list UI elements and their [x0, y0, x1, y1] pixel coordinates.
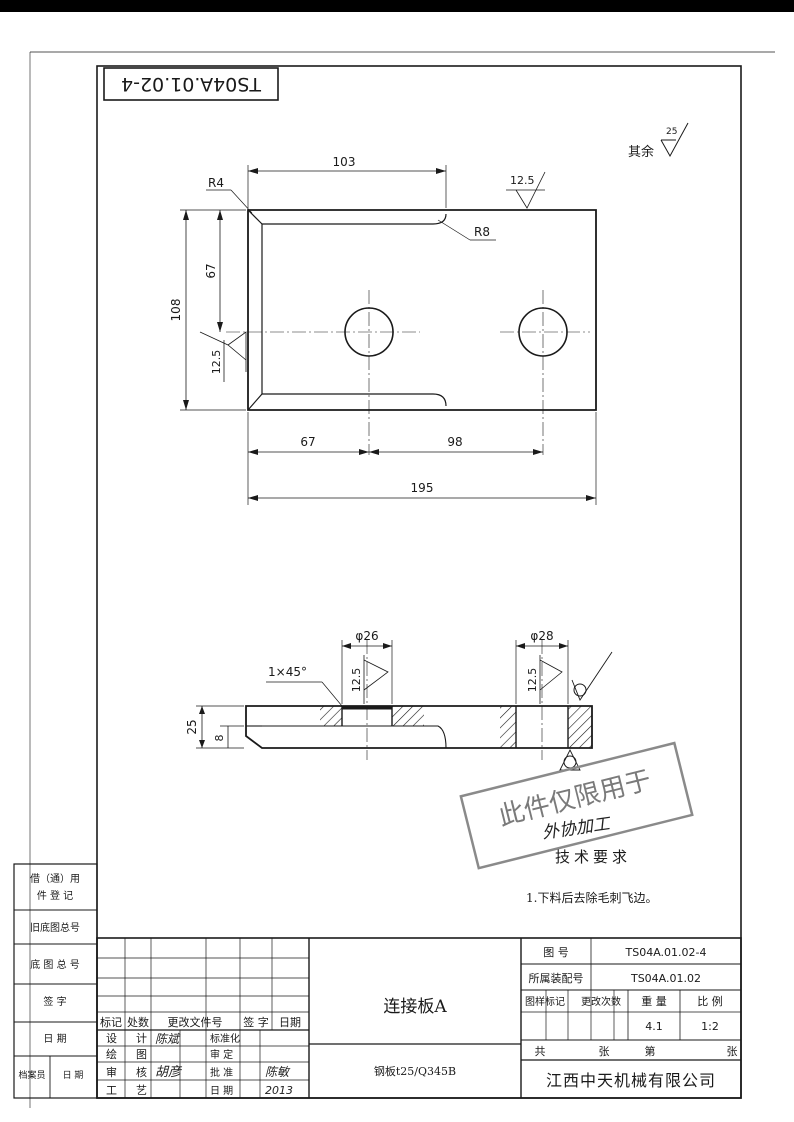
svg-text:工: 工	[106, 1084, 117, 1097]
svg-text:第: 第	[645, 1044, 656, 1058]
svg-text:旧底图总号: 旧底图总号	[30, 921, 80, 934]
svg-text:图: 图	[136, 1048, 147, 1061]
svg-text:108: 108	[169, 299, 183, 322]
svg-text:R4: R4	[208, 176, 224, 190]
company-name: 江西中天机械有限公司	[546, 1071, 716, 1090]
weight-value: 4.1	[645, 1020, 663, 1033]
svg-text:12.5: 12.5	[210, 350, 223, 375]
radius-r8-label: R8	[437, 219, 496, 241]
svg-text:8: 8	[213, 735, 226, 742]
svg-text:图样标记: 图样标记	[525, 995, 565, 1008]
tech-req-title: 技术要求	[555, 848, 631, 866]
signature-date: 2013	[265, 1084, 293, 1097]
svg-text:日 期: 日 期	[43, 1033, 66, 1045]
svg-text:档案员: 档案员	[18, 1069, 45, 1081]
radius-r4-label: R4	[206, 176, 253, 214]
svg-text:日 期: 日 期	[63, 1070, 84, 1081]
svg-text:处数: 处数	[127, 1016, 149, 1029]
register-block: 借（通）用 件 登 记 旧底图总号 底 图 总 号 签 字 日 期 档案员 日 …	[13, 863, 98, 1099]
flame-cut-symbol	[559, 651, 613, 771]
default-roughness-symbol: 其余 25	[628, 122, 689, 160]
svg-text:签 字: 签 字	[243, 1015, 269, 1029]
svg-text:1×45°: 1×45°	[268, 665, 307, 679]
svg-text:φ26: φ26	[355, 629, 378, 643]
svg-text:张: 张	[599, 1045, 610, 1058]
svg-text:67: 67	[300, 435, 315, 449]
dimension-phi26: φ26	[341, 629, 393, 704]
roughness-left-edge: 12.5	[199, 331, 247, 382]
dimension-67-98: 67 98	[247, 412, 597, 505]
svg-text:重 量: 重 量	[641, 994, 667, 1008]
svg-text:其余: 其余	[628, 144, 654, 160]
part-name: 连接板A	[383, 997, 447, 1017]
svg-text:底 图 总 号: 底 图 总 号	[30, 958, 80, 971]
material: 钢板t25/Q345B	[374, 1064, 456, 1078]
signature-approver: 陈敏	[265, 1065, 291, 1079]
svg-text:签 字: 签 字	[43, 995, 66, 1008]
dimension-108: 108	[169, 209, 246, 411]
svg-text:借（通）用: 借（通）用	[30, 873, 80, 885]
svg-text:更改文件号: 更改文件号	[168, 1015, 223, 1029]
svg-text:日 期: 日 期	[210, 1085, 233, 1097]
svg-text:设: 设	[106, 1032, 117, 1045]
svg-text:审: 审	[106, 1065, 117, 1079]
roughness-hole-2: 12.5	[526, 655, 563, 704]
section-center-lines	[366, 640, 543, 760]
svg-text:日期: 日期	[279, 1016, 301, 1029]
svg-text:件 登 记: 件 登 记	[37, 889, 73, 902]
dimension-67-vertical: 67	[204, 210, 223, 332]
dimension-thickness: 25 8	[185, 705, 244, 749]
hole-section-2	[500, 706, 592, 748]
scale-value: 1:2	[701, 1020, 719, 1033]
svg-text:共: 共	[535, 1045, 546, 1058]
chamfer-label: 1×45°	[266, 665, 343, 707]
svg-text:张: 张	[727, 1045, 738, 1058]
hole-section-1	[320, 706, 424, 726]
svg-text:φ28: φ28	[530, 629, 553, 643]
svg-text:TS04A.01.02-4: TS04A.01.02-4	[121, 73, 262, 95]
plate-front-view	[247, 209, 597, 411]
svg-text:绘: 绘	[106, 1047, 117, 1061]
svg-text:R8: R8	[474, 225, 490, 239]
svg-text:67: 67	[204, 263, 218, 278]
dimension-phi28: φ28	[515, 629, 569, 704]
svg-text:195: 195	[411, 481, 434, 495]
scan-top-border	[0, 0, 794, 12]
drawing-frame	[96, 65, 742, 1099]
drawing-number: TS04A.01.02-4	[625, 946, 707, 959]
tech-req-item-1: 1.下料后去除毛刺飞边。	[526, 890, 657, 905]
svg-text:批 准: 批 准	[210, 1066, 233, 1079]
svg-text:12.5: 12.5	[350, 668, 363, 693]
svg-text:更改次数: 更改次数	[581, 995, 621, 1008]
svg-text:核: 核	[136, 1065, 147, 1079]
svg-text:标记: 标记	[100, 1015, 122, 1029]
title-block: 标记 处数 更改文件号 签 字 日期 设 计 绘 图 审 核 工 艺 标准化 审…	[96, 937, 742, 1099]
svg-text:图 号: 图 号	[543, 946, 569, 959]
svg-text:所属装配号: 所属装配号	[529, 972, 584, 985]
svg-text:审 定: 审 定	[210, 1048, 233, 1061]
svg-text:计: 计	[136, 1032, 147, 1045]
assembly-number: TS04A.01.02	[630, 972, 701, 985]
svg-text:25: 25	[185, 719, 199, 734]
roughness-hole-1: 12.5	[350, 655, 389, 704]
svg-text:103: 103	[333, 155, 356, 169]
svg-text:12.5: 12.5	[510, 174, 535, 187]
dimension-103: 103	[247, 155, 447, 208]
svg-text:12.5: 12.5	[526, 668, 539, 693]
signature-drafter: 胡彦	[155, 1064, 183, 1080]
svg-text:比 例: 比 例	[697, 994, 723, 1008]
plate-section-view	[245, 705, 593, 749]
dimension-195: 195	[248, 481, 596, 501]
svg-text:25: 25	[666, 127, 677, 137]
signature-designer: 陈斌	[155, 1032, 181, 1046]
rotated-drawing-number: TS04A.01.02-4	[103, 67, 279, 101]
svg-text:标准化: 标准化	[210, 1032, 240, 1045]
center-lines	[226, 290, 590, 455]
roughness-top-edge: 12.5	[506, 171, 546, 209]
svg-text:98: 98	[447, 435, 462, 449]
svg-text:艺: 艺	[136, 1084, 147, 1097]
